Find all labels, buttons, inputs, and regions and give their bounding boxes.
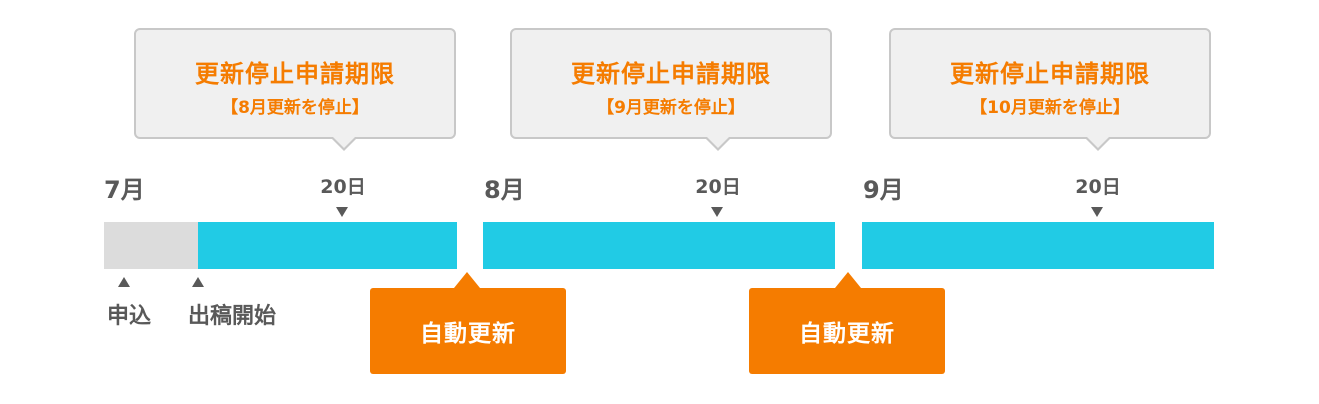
callout-subtitle: 【8月更新を停止】 (221, 98, 369, 118)
deadline-callout-august: 更新停止申請期限 【8月更新を停止】 (134, 28, 456, 151)
deadline-callout-september: 更新停止申請期限 【9月更新を停止】 (510, 28, 832, 151)
start-marker-up-icon (192, 277, 204, 287)
apply-label: 申込 (107, 304, 152, 329)
auto-renewal-label: 自動更新 (799, 321, 895, 347)
deadline-callout-october: 更新停止申請期限 【10月更新を停止】 (889, 28, 1211, 151)
callout-subtitle: 【9月更新を停止】 (597, 98, 745, 118)
day-marker-down-icon (1091, 207, 1103, 217)
callout-pointer-fill (332, 136, 356, 148)
callout-title: 更新停止申請期限 (950, 60, 1150, 88)
july-period-bar (198, 222, 457, 269)
month-label-september: 9月 (863, 176, 904, 204)
auto-renewal-label: 自動更新 (420, 321, 516, 347)
callout-pointer-fill (1086, 136, 1110, 148)
day-marker-down-icon (336, 207, 348, 217)
pre-start-period-bar (104, 222, 198, 269)
callout-pointer-fill (706, 136, 730, 148)
month-label-august: 8月 (484, 176, 525, 204)
august-period-bar (483, 222, 835, 269)
callout-title: 更新停止申請期限 (571, 60, 771, 88)
september-period-bar (862, 222, 1214, 269)
day-label-20-september: 20日 (1075, 176, 1121, 198)
renewal-pointer (835, 272, 861, 288)
auto-renewal-box-august: 自動更新 (370, 272, 566, 374)
callout-title: 更新停止申請期限 (195, 60, 395, 88)
renewal-pointer (454, 272, 480, 288)
day-marker-down-icon (711, 207, 723, 217)
day-label-20-july: 20日 (320, 176, 366, 198)
apply-marker-up-icon (118, 277, 130, 287)
auto-renewal-box-september: 自動更新 (749, 272, 945, 374)
day-label-20-august: 20日 (695, 176, 741, 198)
callout-subtitle: 【10月更新を停止】 (970, 98, 1130, 118)
month-label-july: 7月 (104, 176, 145, 204)
start-label: 出稿開始 (188, 304, 277, 329)
